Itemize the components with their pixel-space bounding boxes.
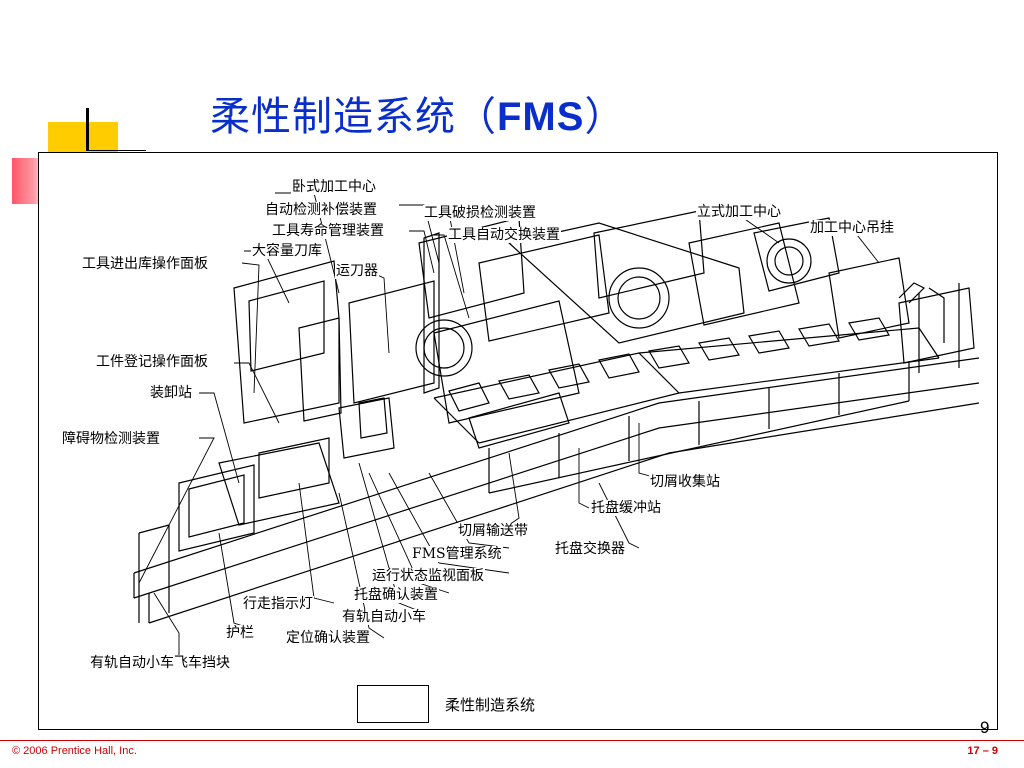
label-large-tool-magazine: 大容量刀库	[251, 243, 323, 259]
diagram-frame: 卧式加工中心 自动检测补偿装置 工具寿命管理装置 大容量刀库 工具进出库操作面板…	[38, 152, 998, 730]
title-close-paren: ）	[584, 94, 626, 140]
label-loading-station: 装卸站	[149, 385, 193, 401]
label-guardrail: 护栏	[225, 625, 255, 641]
label-auto-tool-changer: 工具自动交换装置	[447, 227, 561, 243]
title-chinese: 柔性制造系统（	[210, 94, 497, 140]
accent-vertical-line	[86, 108, 89, 150]
label-chip-conveyor: 切屑输送带	[457, 523, 529, 539]
label-tool-life-management: 工具寿命管理装置	[271, 223, 385, 239]
page-number: 9	[980, 718, 990, 737]
label-vertical-machining-center: 立式加工中心	[696, 204, 782, 220]
slide-title: 柔性制造系统（FMS）	[210, 84, 625, 142]
label-fms-management-system: FMS管理系统	[411, 546, 503, 562]
accent-horizontal-line	[86, 150, 146, 151]
legend-box	[357, 685, 429, 723]
label-auto-inspection-compensation: 自动检测补偿装置	[264, 202, 378, 218]
title-fms: FMS	[497, 95, 585, 139]
label-machining-center-hanger: 加工中心吊挂	[809, 220, 895, 236]
label-tool-in-out-panel: 工具进出库操作面板	[81, 256, 209, 272]
label-obstacle-detection: 障碍物检测装置	[61, 431, 161, 447]
label-rgv-overrun-stopper: 有轨自动小车飞车挡块	[89, 655, 231, 671]
footer-divider	[0, 740, 1024, 741]
label-rail-guided-vehicle: 有轨自动小车	[341, 609, 427, 625]
label-tool-breakage-detection: 工具破损检测装置	[423, 205, 537, 221]
legend-label: 柔性制造系统	[445, 696, 536, 714]
label-pallet-buffer-station: 托盘缓冲站	[590, 500, 662, 516]
label-horizontal-machining-center: 卧式加工中心	[291, 179, 377, 195]
label-travel-indicator-light: 行走指示灯	[242, 596, 314, 612]
label-workpiece-registration-panel: 工件登记操作面板	[95, 354, 209, 370]
copyright-text: © 2006 Prentice Hall, Inc.	[12, 745, 137, 757]
label-pallet-confirmation: 托盘确认装置	[353, 587, 439, 603]
label-tool-transporter: 运刀器	[335, 263, 379, 279]
slide-number: 17 – 9	[967, 745, 998, 757]
label-status-monitor-panel: 运行状态监视面板	[371, 568, 485, 584]
label-positioning-confirmation: 定位确认装置	[285, 630, 371, 646]
label-pallet-changer: 托盘交换器	[554, 541, 626, 557]
label-chip-collection-station: 切屑收集站	[649, 474, 721, 490]
